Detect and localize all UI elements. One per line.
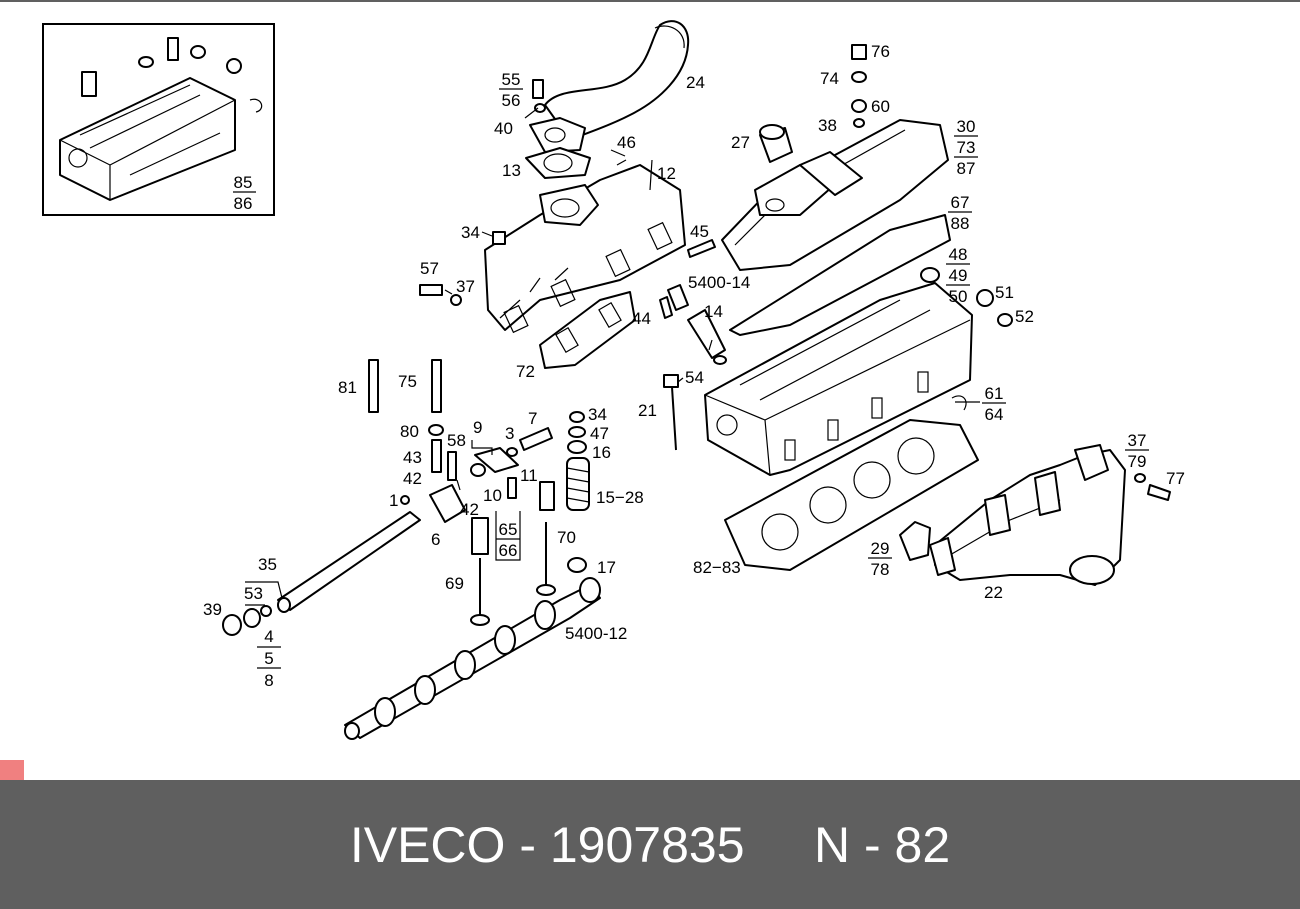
label-37: 37 <box>1128 431 1147 450</box>
part-studs-81-75 <box>368 359 444 473</box>
label-35: 35 <box>258 555 277 574</box>
label-24: 24 <box>686 73 705 92</box>
label-10: 10 <box>483 486 502 505</box>
label-58: 58 <box>447 431 466 450</box>
part-tappets-65-66 <box>471 517 489 555</box>
label-55: 55 <box>502 70 521 89</box>
label-38: 38 <box>818 116 837 135</box>
label-12: 12 <box>657 164 676 183</box>
part-injector-14 <box>659 239 727 365</box>
label-34-right: 34 <box>588 405 607 424</box>
label-80: 80 <box>400 422 419 441</box>
exploded-parts-diagram: 85 86 <box>0 0 1300 740</box>
label-79: 79 <box>1128 452 1147 471</box>
label-85: 85 <box>234 173 253 192</box>
label-54: 54 <box>685 368 704 387</box>
label-39: 39 <box>203 600 222 619</box>
label-5400-14: 5400-14 <box>688 273 750 292</box>
label-42-lower: 42 <box>460 500 479 519</box>
label-1: 1 <box>389 491 398 510</box>
label-43: 43 <box>403 448 422 467</box>
leader-lines <box>245 107 980 606</box>
label-9: 9 <box>473 418 482 437</box>
label-34-top: 34 <box>461 223 480 242</box>
label-81: 81 <box>338 378 357 397</box>
label-57: 57 <box>420 259 439 278</box>
part-labels: 55 56 40 24 13 46 12 34 45 57 37 5400-14… <box>203 42 1185 690</box>
label-45: 45 <box>690 222 709 241</box>
label-3: 3 <box>505 424 514 443</box>
label-87: 87 <box>957 159 976 178</box>
label-66: 66 <box>499 541 518 560</box>
part-exhaust-manifold-22 <box>929 444 1171 586</box>
part-elbow-pipe-24 <box>525 20 690 179</box>
label-75: 75 <box>398 372 417 391</box>
label-11: 11 <box>520 466 538 485</box>
label-21: 21 <box>638 401 657 420</box>
label-27: 27 <box>731 133 750 152</box>
label-47: 47 <box>590 424 609 443</box>
label-70: 70 <box>557 528 576 547</box>
label-15-28: 15−28 <box>596 488 644 507</box>
label-29: 29 <box>871 539 890 558</box>
label-5: 5 <box>264 649 273 668</box>
label-77: 77 <box>1166 469 1185 488</box>
label-44: 44 <box>632 309 651 328</box>
label-42-upper: 42 <box>403 469 422 488</box>
part-rocker-shaft-35 <box>222 495 421 636</box>
label-60: 60 <box>871 97 890 116</box>
label-7: 7 <box>528 409 537 428</box>
label-30: 30 <box>957 117 976 136</box>
label-73: 73 <box>957 138 976 157</box>
label-64: 64 <box>985 405 1004 424</box>
label-56: 56 <box>502 91 521 110</box>
label-52: 52 <box>1015 307 1034 326</box>
label-5400-12: 5400-12 <box>565 624 627 643</box>
label-53: 53 <box>244 584 263 603</box>
label-86: 86 <box>234 194 253 213</box>
label-17: 17 <box>597 558 616 577</box>
label-88: 88 <box>951 214 970 233</box>
label-82-83: 82−83 <box>693 558 741 577</box>
part-intake-manifold-12 <box>419 164 686 369</box>
label-8: 8 <box>264 671 273 690</box>
label-13: 13 <box>502 161 521 180</box>
label-14: 14 <box>704 302 723 321</box>
label-46: 46 <box>617 133 636 152</box>
footer-part-number: IVECO - 1907835 N - 82 <box>349 816 951 873</box>
part-valves <box>470 522 556 626</box>
label-6: 6 <box>431 530 440 549</box>
label-50: 50 <box>949 287 968 306</box>
part-valve-cover-30 <box>721 44 1013 336</box>
part-head-gasket-82-83 <box>724 419 979 571</box>
label-51: 51 <box>995 283 1014 302</box>
label-74: 74 <box>820 69 839 88</box>
label-40: 40 <box>494 119 513 138</box>
label-48: 48 <box>949 245 968 264</box>
label-49: 49 <box>949 266 968 285</box>
corner-marker <box>0 760 24 780</box>
label-4: 4 <box>264 627 273 646</box>
label-37-left: 37 <box>456 277 475 296</box>
part-cylinder-head <box>663 282 973 476</box>
inset-overview: 85 86 <box>42 23 275 216</box>
label-72: 72 <box>516 362 535 381</box>
label-67: 67 <box>951 193 970 212</box>
part-camshaft <box>344 577 601 740</box>
label-78: 78 <box>871 560 890 579</box>
part-valve-springs <box>539 411 590 573</box>
label-65: 65 <box>499 520 518 539</box>
label-69: 69 <box>445 574 464 593</box>
label-22: 22 <box>984 583 1003 602</box>
label-61: 61 <box>985 384 1004 403</box>
footer-band <box>0 780 1300 909</box>
label-76: 76 <box>871 42 890 61</box>
label-16: 16 <box>592 443 611 462</box>
